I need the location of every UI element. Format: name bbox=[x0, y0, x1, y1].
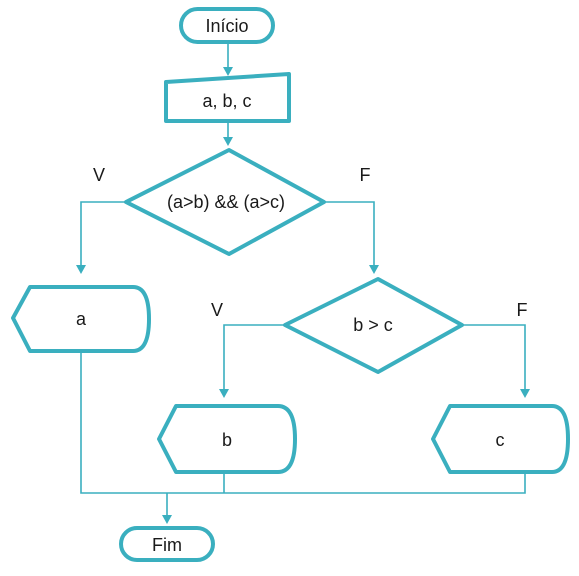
decision1-node: (a>b) && (a>c) bbox=[124, 148, 326, 256]
decision-diamond bbox=[124, 148, 326, 256]
connector-decision1-false bbox=[324, 201, 375, 266]
decision1-false-label: F bbox=[360, 165, 371, 185]
connector-decision1-true bbox=[80, 201, 126, 266]
decision2-false-label: F bbox=[517, 300, 528, 320]
output-a-label: a bbox=[76, 309, 87, 329]
arrowhead bbox=[76, 265, 86, 274]
terminal-shape bbox=[179, 7, 275, 44]
manual-input-shape bbox=[164, 72, 291, 123]
start-terminal: Início bbox=[179, 7, 275, 44]
output-c-label: c bbox=[496, 430, 505, 450]
terminal-shape bbox=[119, 526, 215, 562]
arrowhead bbox=[219, 389, 229, 398]
decision1-true-label: V bbox=[93, 165, 105, 185]
display-shape bbox=[431, 404, 570, 474]
decision2-true-label: V bbox=[211, 300, 223, 320]
output-b-node: b bbox=[157, 404, 297, 474]
connector-merge bbox=[80, 351, 526, 494]
connectors bbox=[76, 42, 530, 524]
display-shape bbox=[157, 404, 297, 474]
arrowhead bbox=[520, 389, 530, 398]
decision1-label: (a>b) && (a>c) bbox=[167, 192, 285, 212]
input-node: a, b, c bbox=[164, 72, 291, 123]
arrowhead bbox=[162, 515, 172, 524]
decision-diamond bbox=[283, 277, 464, 374]
arrowhead bbox=[223, 67, 233, 76]
decision2-label: b > c bbox=[353, 315, 393, 335]
connector-decision2-false bbox=[462, 324, 526, 390]
output-b-label: b bbox=[222, 430, 232, 450]
output-c-node: c bbox=[431, 404, 570, 474]
output-a-node: a bbox=[11, 285, 151, 353]
end-label: Fim bbox=[152, 535, 182, 555]
connector-decision2-true bbox=[223, 324, 285, 390]
display-shape bbox=[11, 285, 151, 353]
end-terminal: Fim bbox=[119, 526, 215, 562]
start-label: Início bbox=[205, 16, 248, 36]
input-label: a, b, c bbox=[202, 91, 251, 111]
arrowhead bbox=[369, 265, 379, 274]
decision2-node: b > c bbox=[283, 277, 464, 374]
arrowhead bbox=[223, 137, 233, 146]
